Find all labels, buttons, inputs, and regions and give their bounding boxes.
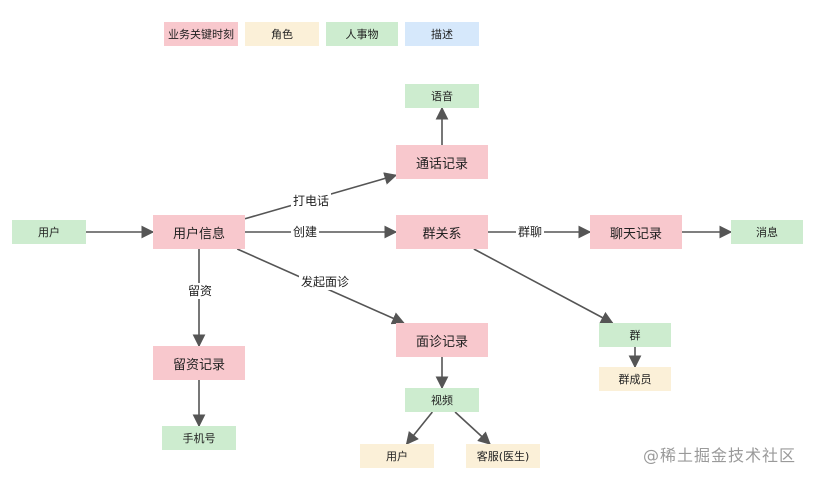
legend-entity: 人事物	[326, 22, 398, 46]
node-video: 视频	[405, 388, 479, 412]
legend-desc: 描述	[405, 22, 479, 46]
node-group-relation: 群关系	[396, 215, 488, 249]
edge-label-group-relation-to-chat-record: 群聊	[516, 224, 545, 240]
node-lead-record: 留资记录	[153, 346, 245, 380]
legend-role: 角色	[245, 22, 319, 46]
node-voice: 语音	[405, 84, 479, 108]
edge-video-to-service-doctor	[454, 411, 491, 445]
edge-label-user-info-to-group-relation: 创建	[291, 224, 320, 240]
edge-label-user-info-to-call-record: 打电话	[291, 193, 332, 209]
edge-group-relation-to-group	[473, 248, 614, 324]
edge-video-to-video-user	[405, 411, 433, 445]
node-phone-number: 手机号	[162, 426, 236, 450]
node-service-doctor: 客服(医生)	[466, 444, 540, 468]
edge-label-user-info-to-lead-record: 留资	[186, 283, 215, 299]
edge-label-user-info-to-consult-record: 发起面诊	[299, 274, 352, 290]
node-group-member: 群成员	[599, 367, 671, 391]
watermark: @稀土掘金技术社区	[643, 446, 797, 465]
node-consult-record: 面诊记录	[396, 323, 488, 357]
node-user: 用户	[12, 220, 86, 244]
node-chat-record: 聊天记录	[590, 215, 682, 249]
node-message: 消息	[731, 220, 803, 244]
node-group: 群	[599, 323, 671, 347]
node-call-record: 通话记录	[396, 145, 488, 179]
legend-key: 业务关键时刻	[164, 22, 238, 46]
node-video-user: 用户	[360, 444, 434, 468]
node-user-info: 用户信息	[153, 215, 245, 249]
